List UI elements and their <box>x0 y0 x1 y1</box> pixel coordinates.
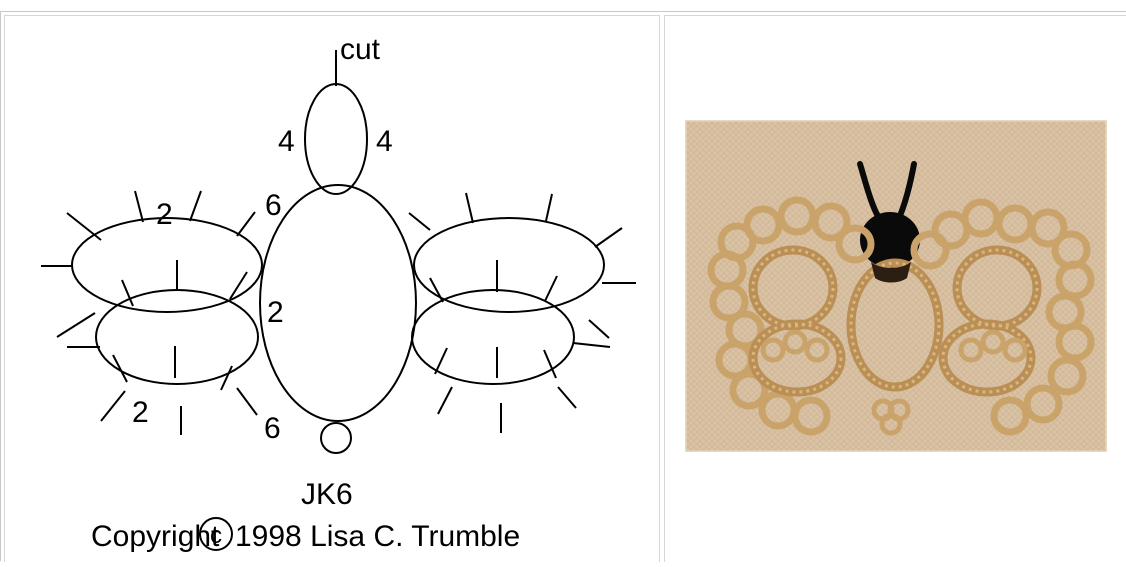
label-cut: cut <box>340 33 381 66</box>
label-lower: 6 <box>264 412 281 445</box>
diagram-cell: cut 4 4 6 2 2 2 6 JK6 Copyright c 1998 L… <box>4 15 660 562</box>
photo-cell <box>664 15 1126 562</box>
label-upper-right: 4 <box>376 125 393 158</box>
copyright-line: Copyright c 1998 Lisa C. Trumble <box>91 518 520 553</box>
layout-table: cut 4 4 6 2 2 2 6 JK6 Copyright c 1998 L… <box>0 11 1126 561</box>
copyright-suffix: 1998 Lisa C. Trumble <box>235 520 520 553</box>
butterfly-photo-icon <box>685 120 1107 452</box>
copyright-symbol: c <box>210 522 222 549</box>
tatting-pattern-diagram: cut 4 4 6 2 2 2 6 JK6 Copyright c 1998 L… <box>5 16 659 562</box>
label-shoulder: 6 <box>265 189 282 222</box>
label-center: 2 <box>267 296 284 329</box>
label-joint: JK6 <box>301 478 353 511</box>
label-wing-bottom: 2 <box>132 396 149 429</box>
label-upper-left: 4 <box>278 125 295 158</box>
tatted-butterfly-photo <box>685 120 1107 452</box>
label-wing-top: 2 <box>156 198 173 231</box>
